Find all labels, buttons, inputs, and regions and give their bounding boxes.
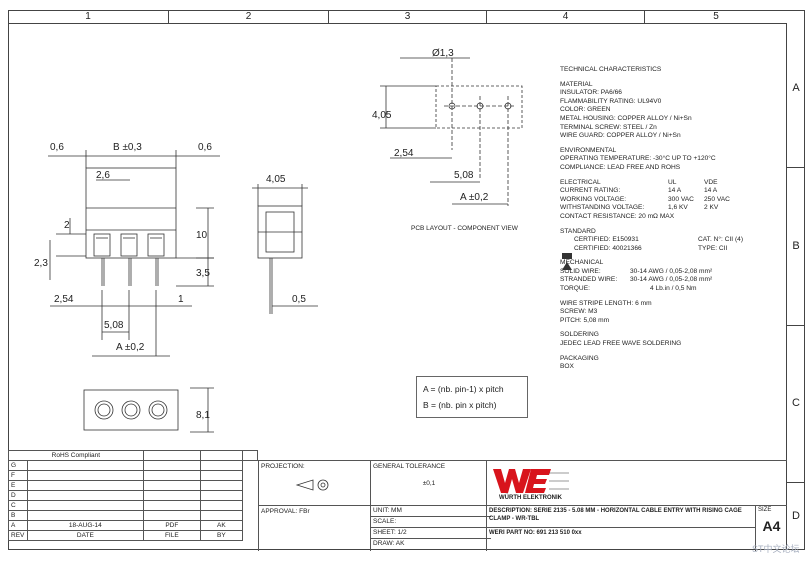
pcb-caption: PCB LAYOUT - COMPONENT VIEW — [411, 225, 519, 232]
environment-title: ENVIRONMENTAL — [560, 146, 617, 154]
pcb-outline — [435, 85, 523, 129]
row-label-a: A — [792, 82, 800, 94]
dim-3-5: 3,5 — [196, 268, 210, 279]
company-name: WÜRTH ELEKTRONIK — [499, 495, 562, 501]
tc-heading: TECHNICAL CHARACTERISTICS — [560, 66, 662, 73]
row-strip-line — [786, 24, 787, 550]
technical-characteristics: TECHNICAL CHARACTERISTICS MATERIAL INSUL… — [560, 66, 744, 371]
row-label-b: B — [792, 240, 800, 252]
tolerance-block: GENERAL TOLERANCE ±0,1 UNIT: MM SCALE: S… — [370, 460, 491, 551]
dim-0-6-left: 0,6 — [50, 142, 64, 153]
column-label-2: 2 — [168, 10, 328, 24]
dim-8-1: 8,1 — [196, 410, 210, 421]
watermark-text: ST中文论坛 — [752, 544, 800, 554]
drawing-frame — [8, 10, 805, 550]
vde-logo-icon — [562, 262, 572, 270]
dim-a-front: A ±0,2 — [116, 342, 145, 353]
dim-b: B ±0,3 — [113, 142, 142, 153]
dim-2-54-pcb: 2,54 — [394, 148, 414, 159]
part-number: WERI PART NO: 691 213 510 0xx — [487, 527, 755, 538]
description: DESCRIPTION: SERIE 2135 - 5.08 MM - HORI… — [487, 505, 755, 524]
projection-block: PROJECTION: APPROVAL: FBr — [258, 460, 375, 551]
rohs-label: RoHS Compliant — [8, 450, 144, 461]
we-logo-icon — [493, 469, 569, 493]
company-block: WÜRTH ELEKTRONIK DESCRIPTION: SERIE 2135… — [486, 460, 787, 551]
dim-2: 2 — [64, 220, 70, 231]
sheet-size: A4 — [762, 518, 781, 534]
dim-1: 1 — [178, 294, 184, 305]
projection-symbol-icon — [295, 479, 329, 491]
dim-5-08-pcb: 5,08 — [454, 170, 474, 181]
row-label-d: D — [792, 510, 800, 522]
column-label-5: 5 — [644, 10, 787, 24]
ul-logo-icon — [562, 253, 572, 259]
dim-5-08-front: 5,08 — [104, 320, 124, 331]
dim-4-05-pcb: 4,05 — [372, 110, 392, 121]
dim-10: 10 — [196, 230, 208, 241]
dim-diameter: Ø1,3 — [432, 48, 454, 59]
ul-certified: CERTIFIED: E150931 — [574, 236, 639, 244]
dim-4-05-side: 4,05 — [266, 174, 286, 185]
column-label-4: 4 — [486, 10, 644, 24]
pitch-notes: A = (nb. pin-1) x pitch B = (nb. pin x p… — [416, 376, 528, 418]
dim-2-3: 2,3 — [34, 258, 48, 269]
dim-a-pcb: A ±0,2 — [460, 192, 489, 203]
material-title: MATERIAL — [560, 80, 593, 88]
dim-0-5: 0,5 — [292, 294, 306, 305]
front-view-body — [85, 167, 177, 259]
vde-certified: CERTIFIED: 40021366 — [574, 244, 642, 252]
column-label-1: 1 — [8, 10, 168, 24]
dim-0-6-right: 0,6 — [198, 142, 212, 153]
row-label-c: C — [792, 397, 800, 409]
bottom-view-body — [83, 389, 179, 431]
column-label-3: 3 — [328, 10, 486, 24]
dim-2-6: 2,6 — [96, 170, 110, 181]
dim-2-54-front: 2,54 — [54, 294, 74, 305]
